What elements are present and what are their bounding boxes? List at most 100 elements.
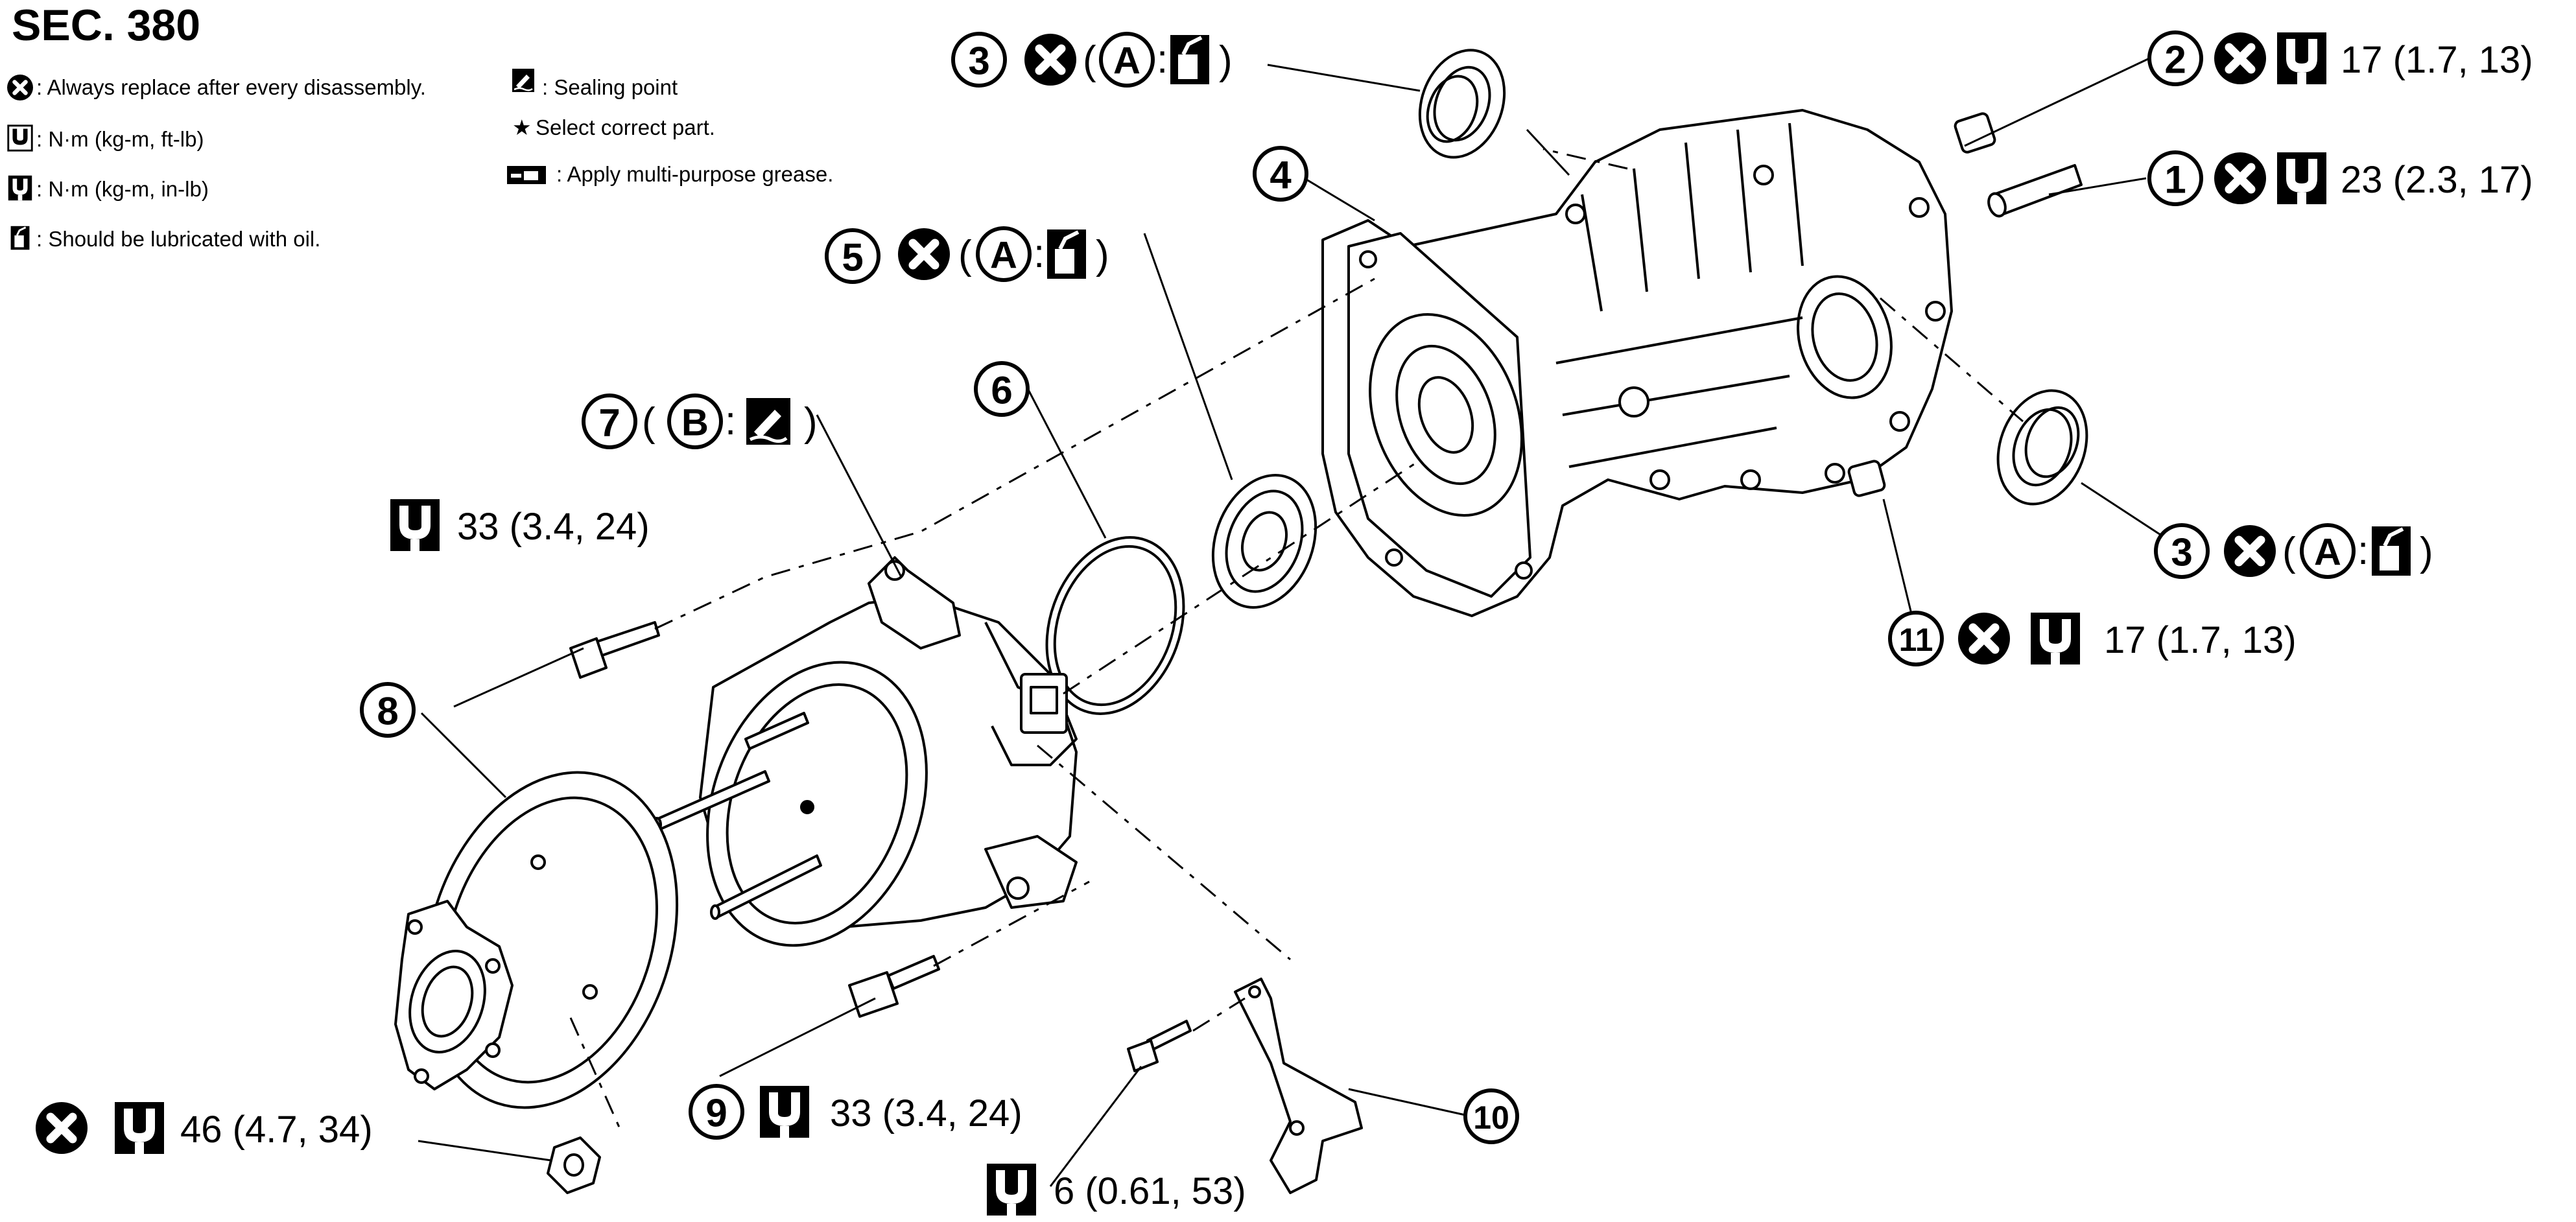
torque-value: 33 (3.4, 24): [830, 1092, 1022, 1134]
callout-number: 2: [2164, 38, 2186, 82]
paren-close: ): [804, 400, 818, 445]
torque-value: 6 (0.61, 53): [1054, 1170, 1246, 1212]
callout-number: 6: [991, 369, 1012, 412]
grease-icon: [507, 166, 546, 184]
always-replace-icon: [898, 228, 950, 280]
callout-letter: B: [681, 402, 709, 444]
paren-close: ): [1096, 233, 1109, 277]
paren-open: (: [642, 400, 656, 445]
torque-wrench-in-lb-icon: [8, 175, 32, 201]
dashed-alignment-lines: [569, 148, 2024, 1135]
select-part-star-icon: ★: [512, 115, 532, 139]
callout-letter: A: [990, 235, 1017, 277]
filler-plug: [1987, 164, 2083, 218]
callout-10: 10: [1465, 1090, 1517, 1142]
sealing-point-icon: [511, 67, 536, 93]
legend-torque-ft-lb: : N·m (kg-m, ft-lb): [36, 127, 204, 151]
parts-drawing: [394, 49, 2166, 1194]
callout-8: 8: [362, 684, 414, 736]
electronic-controlled-coupling: [699, 556, 1078, 947]
oil-can-icon: [10, 225, 30, 251]
torque-wrench-icon: [7, 124, 33, 152]
colon: :: [2357, 528, 2369, 573]
callout-4: 4: [1255, 148, 1306, 200]
always-replace-icon: [1024, 34, 1076, 86]
torque-wrench-icon: [2031, 613, 2080, 664]
legend-sealing-point: : Sealing point: [542, 75, 678, 99]
callout-9: 9 33 (3.4, 24): [691, 1086, 1022, 1138]
torque-wrench-icon: [115, 1102, 164, 1154]
always-replace-icon: [36, 1102, 88, 1154]
torque-value: 33 (3.4, 24): [457, 506, 650, 548]
legend-lubricate-oil: : Should be lubricated with oil.: [36, 227, 320, 251]
companion-flange: [394, 771, 679, 1109]
side-bearing: [1211, 474, 1318, 609]
callout-number: 4: [1270, 154, 1292, 197]
callout-3-upper: 3 ( A : ): [953, 34, 1233, 86]
paren-close: ): [2420, 530, 2433, 574]
sealing-point-icon: [746, 398, 790, 445]
torque-wrench-in-lb-icon: [987, 1164, 1036, 1216]
flange-nut: [547, 1136, 601, 1194]
callout-number: 5: [842, 236, 863, 279]
torque-wrench-icon: [2277, 32, 2326, 84]
callout-number: 7: [598, 401, 620, 445]
leader-lines: [418, 57, 2166, 1187]
callout-7: 7 ( B : ): [584, 395, 818, 447]
oil-can-icon: [2372, 526, 2411, 576]
callout-nut-torque: 46 (4.7, 34): [36, 1102, 373, 1154]
colon: :: [1034, 231, 1045, 276]
callout-number: 9: [705, 1092, 727, 1135]
legend: : Always replace after every disassembly…: [7, 67, 833, 251]
gear-carrier: [1321, 109, 1953, 617]
callout-number: 3: [2171, 531, 2192, 574]
always-replace-icon: [1958, 613, 2010, 664]
torque-value: 17 (1.7, 13): [2104, 619, 2297, 661]
colon: :: [1157, 37, 1168, 82]
oil-can-icon: [1047, 229, 1086, 279]
callout-number: 3: [968, 40, 989, 83]
legend-apply-grease: : Apply multi-purpose grease.: [556, 162, 833, 186]
callout-bolt-upper-torque: 33 (3.4, 24): [390, 499, 650, 551]
bracket-bolt: [1127, 1020, 1192, 1072]
callout-number: 8: [377, 690, 398, 733]
callout-11: 11 17 (1.7, 13): [1890, 613, 2297, 664]
callout-number: 11: [1899, 622, 1933, 658]
legend-always-replace: : Always replace after every disassembly…: [36, 75, 426, 99]
callout-6: 6: [976, 363, 1028, 415]
coupling-studs: [652, 712, 822, 920]
torque-wrench-icon: [2277, 152, 2326, 204]
callout-5: 5 ( A : ): [827, 228, 1109, 282]
callout-bracket-bolt-torque: 6 (0.61, 53): [987, 1164, 1246, 1216]
always-replace-icon: [2214, 152, 2266, 204]
paren-open: (: [958, 233, 972, 277]
paren-open: (: [1083, 38, 1096, 83]
side-oil-seal-upper: [1418, 49, 1506, 159]
torque-wrench-icon: [760, 1086, 809, 1138]
callout-number: 10: [1473, 1099, 1509, 1136]
legend-torque-in-lb: : N·m (kg-m, in-lb): [36, 177, 209, 201]
side-oil-seal-right: [1996, 389, 2088, 506]
callout-1: 1 23 (2.3, 17): [2149, 152, 2533, 204]
callout-2: 2 17 (1.7, 13): [2149, 32, 2533, 84]
callout-letter: A: [2314, 532, 2341, 574]
section-title: SEC. 380: [12, 1, 200, 50]
legend-select-part: Select correct part.: [536, 115, 715, 139]
drain-plug: [1954, 112, 1996, 154]
always-replace-icon: [2214, 32, 2266, 84]
callout-3-right: 3 ( A : ): [2156, 525, 2433, 577]
paren-close: ): [1219, 38, 1233, 83]
coupling-bolt-upper: [569, 621, 660, 679]
plug-11: [1847, 460, 1886, 497]
callout-letter: A: [1113, 40, 1140, 82]
colon: :: [725, 399, 736, 443]
coupling-bolt-lower: [848, 955, 940, 1018]
paren-open: (: [2282, 530, 2296, 574]
oil-can-icon: [1170, 35, 1209, 84]
torque-value: 23 (2.3, 17): [2341, 159, 2533, 201]
always-replace-icon: [2224, 525, 2276, 577]
callout-number: 1: [2164, 158, 2186, 202]
torque-wrench-icon: [390, 499, 440, 551]
harness-bracket: [1234, 978, 1363, 1194]
